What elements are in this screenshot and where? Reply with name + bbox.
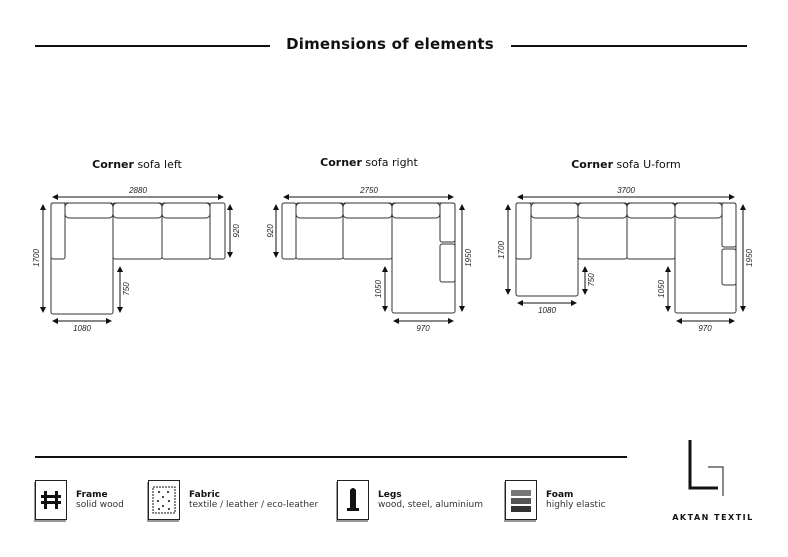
- sofa-left-title: Corner sofa left: [92, 158, 182, 171]
- dim-height: 1700: [32, 249, 41, 267]
- dim-depth: 920: [266, 224, 275, 238]
- dim-width: 2880: [128, 186, 147, 195]
- dim-height: 1950: [464, 249, 473, 267]
- title-bold: Corner: [320, 156, 362, 169]
- sofa-right-title: Corner sofa right: [320, 156, 418, 169]
- header-rule-left: [35, 45, 270, 47]
- dim-inner: 750: [122, 282, 131, 296]
- sofa-right-drawing: [281, 202, 456, 314]
- dim-chaise: 1080: [73, 324, 91, 333]
- material-name: Frame: [76, 490, 108, 500]
- dim-chaise: 970: [416, 324, 430, 333]
- title-rest: sofa left: [133, 158, 182, 171]
- material-desc: wood, steel, aluminium: [378, 500, 483, 510]
- dim-inner: 1050: [374, 280, 383, 298]
- title-rest: sofa right: [361, 156, 418, 169]
- sofa-u-title: Corner sofa U-form: [571, 158, 681, 171]
- footer-rule: [35, 456, 627, 458]
- dim-chaise-right: 970: [698, 324, 712, 333]
- dim-inner-right: 1050: [657, 280, 666, 298]
- dim-depth: 920: [232, 224, 241, 238]
- leg-icon: [337, 480, 369, 520]
- dim-width: 2750: [359, 186, 378, 195]
- foam-icon: [505, 480, 537, 520]
- title-bold: Corner: [92, 158, 134, 171]
- sofa-u-drawing: [515, 202, 737, 314]
- material-name: Legs: [378, 490, 402, 500]
- brand-logo-icon: [688, 440, 724, 496]
- header-rule-right: [511, 45, 747, 47]
- sofa-left-drawing: [50, 202, 226, 315]
- page-title: Dimensions of elements: [286, 35, 494, 53]
- frame-icon: [35, 480, 67, 520]
- material-desc: textile / leather / eco-leather: [189, 500, 319, 510]
- material-name: Foam: [546, 490, 574, 500]
- dim-inner-left: 750: [587, 273, 596, 287]
- material-name: Fabric: [189, 490, 220, 500]
- title-rest: sofa U-form: [613, 158, 681, 171]
- dim-width: 3700: [617, 186, 635, 195]
- material-desc: highly elastic: [546, 500, 606, 510]
- dim-height-right: 1950: [745, 249, 754, 267]
- dimension-lines: [40, 194, 746, 324]
- title-bold: Corner: [571, 158, 614, 171]
- material-desc: solid wood: [76, 500, 124, 510]
- dim-chaise-left: 1080: [538, 306, 556, 315]
- fabric-icon: [148, 480, 180, 520]
- brand-name: AKTAN TEXTIL: [672, 513, 754, 522]
- dim-height-left: 1700: [497, 241, 506, 259]
